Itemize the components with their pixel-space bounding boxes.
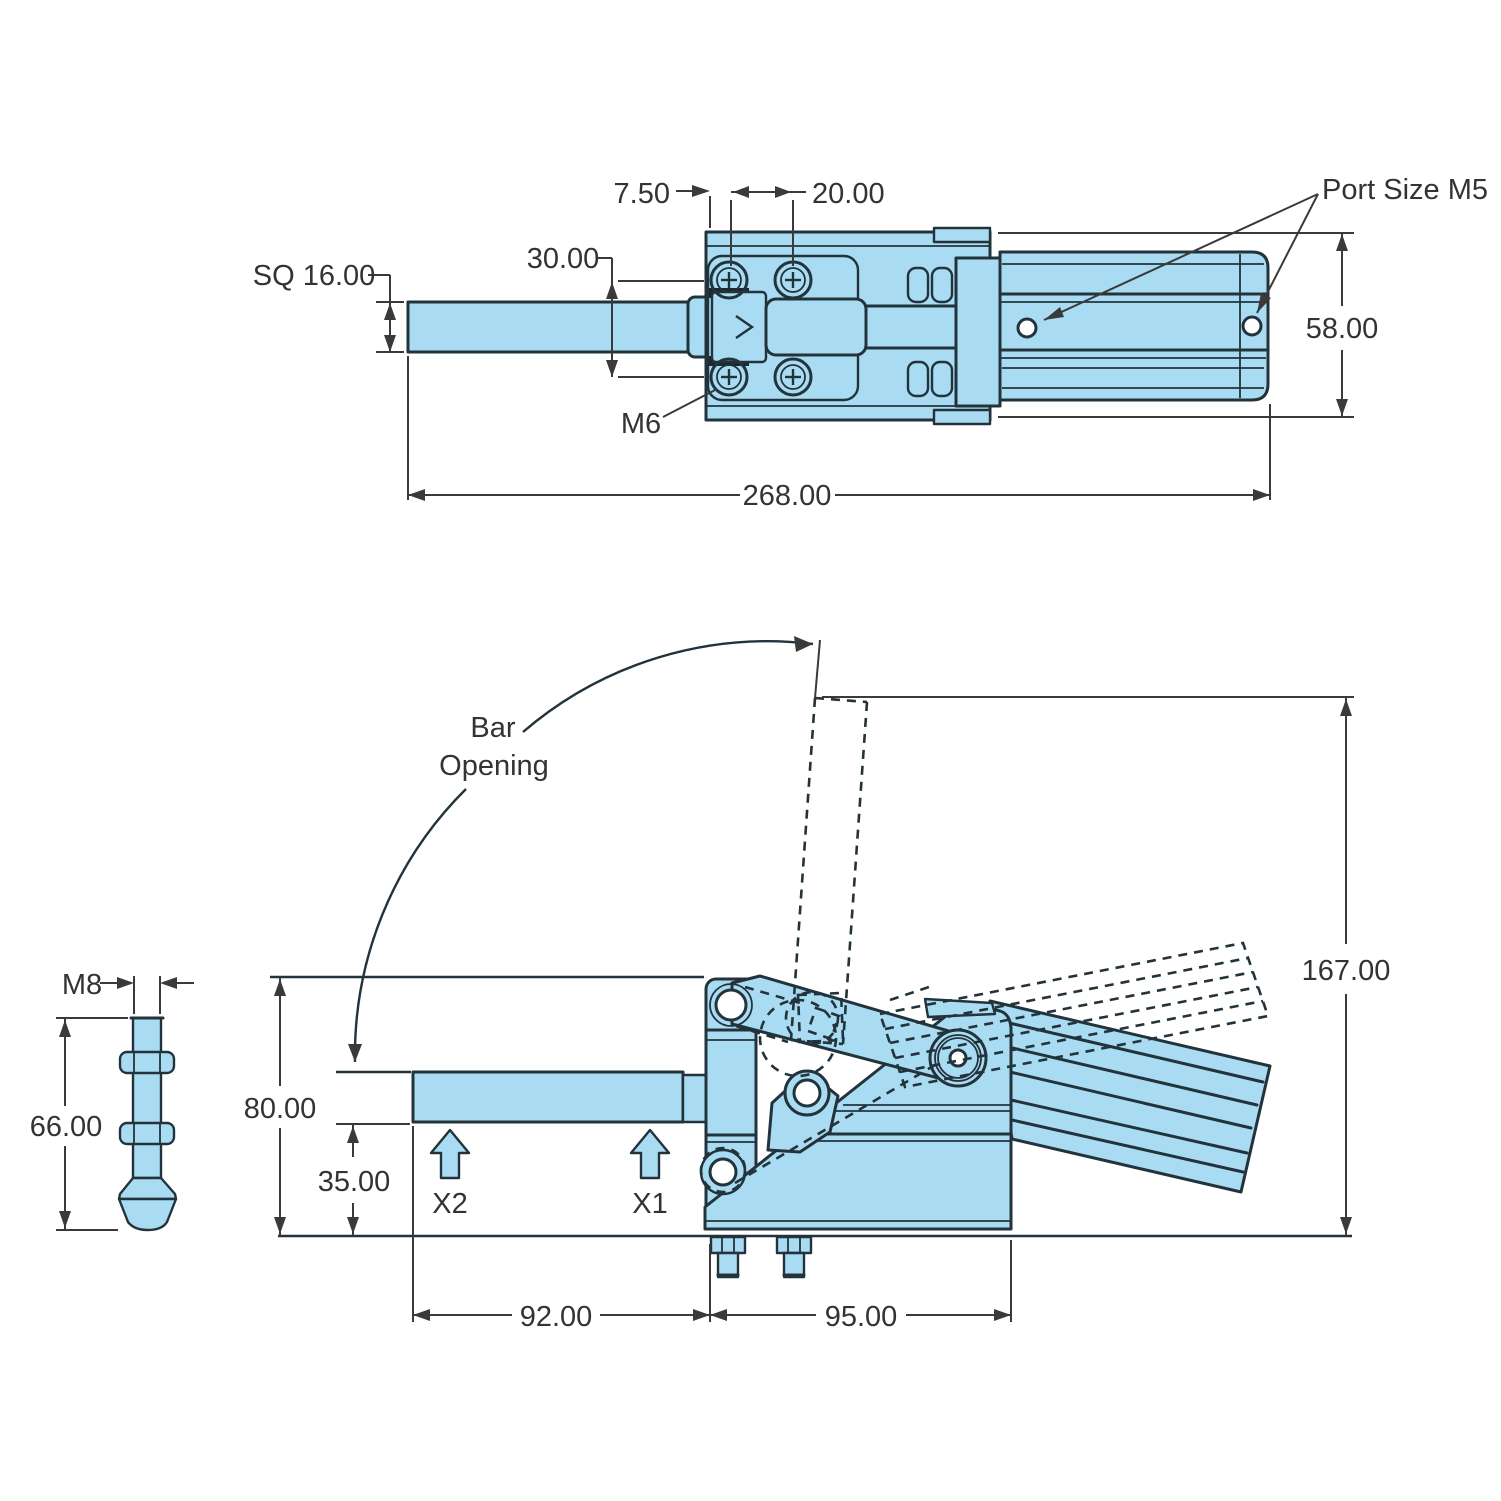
dim-7-50-label: 7.50: [614, 178, 670, 210]
dim-167-00-label: 167.00: [1302, 955, 1391, 987]
dim-35-00: 35.00: [318, 1123, 410, 1236]
dim-66-00: 66.00: [30, 1017, 128, 1231]
bar-opening-label-2: Opening: [439, 750, 549, 782]
dim-58-00: 58.00: [998, 232, 1379, 418]
dim-95-00: 95.00: [710, 1240, 1012, 1333]
dim-167-00: 167.00: [822, 696, 1391, 1236]
port-m5-label: Port Size M5: [1322, 174, 1488, 206]
pivot-boss: [928, 1028, 988, 1088]
top-view: 7.50 20.00 30.00 S: [253, 174, 1488, 512]
spindle-view: M8 66.00: [30, 969, 194, 1232]
dim-92-00-label: 92.00: [520, 1301, 593, 1333]
sensor-x2: X2: [429, 1128, 471, 1220]
label-port-m5: Port Size M5: [1043, 174, 1488, 321]
dim-m8-label: M8: [62, 969, 102, 1001]
port-hole-left: [1016, 317, 1038, 339]
dim-95-00-label: 95.00: [825, 1301, 898, 1333]
dim-20-00-label: 20.00: [812, 178, 885, 210]
open-position-dashed: [699, 696, 1270, 1194]
top-clevis: [710, 290, 768, 364]
side-view: X2 X1: [244, 636, 1391, 1333]
mounting-bolts: [709, 1235, 813, 1279]
dim-268-00: 268.00: [407, 356, 1271, 512]
m6-screws: [709, 260, 813, 397]
port-hole-right: [1241, 315, 1263, 337]
dim-30-00-label: 30.00: [527, 243, 600, 275]
dim-30-00: 30.00: [527, 243, 704, 378]
dim-80-00-label: 80.00: [244, 1093, 317, 1125]
dim-66-00-label: 66.00: [30, 1111, 103, 1143]
sensor-x1: X1: [629, 1128, 671, 1220]
m6-label: M6: [621, 408, 661, 440]
dim-268-00-label: 268.00: [743, 480, 832, 512]
dim-m8: M8: [62, 969, 194, 1014]
sensor-x2-label: X2: [432, 1188, 467, 1220]
side-bar-horizontal: [411, 1070, 685, 1124]
bar-opening-label-1: Bar: [470, 712, 515, 744]
dim-sq-16: SQ 16.00: [253, 260, 404, 353]
dim-sq-16-label: SQ 16.00: [253, 260, 376, 292]
side-bar-clamped: [988, 999, 1272, 1194]
dim-58-00-label: 58.00: [1306, 313, 1379, 345]
label-m6: M6: [621, 388, 718, 440]
dim-80-00: 80.00: [244, 977, 317, 1236]
dim-35-00-label: 35.00: [318, 1166, 391, 1198]
dim-20-00: 20.00: [730, 178, 885, 266]
bar-opening-annotation: Bar Opening: [348, 636, 821, 1063]
spindle-foot: [117, 1176, 178, 1201]
top-bar: [406, 300, 694, 354]
dim-92-00: 92.00: [412, 1126, 711, 1333]
top-cylinder: [998, 250, 1270, 402]
spindle-rod: [131, 1016, 163, 1180]
dim-7-50: 7.50: [614, 178, 711, 228]
sensor-x1-label: X1: [632, 1188, 667, 1220]
